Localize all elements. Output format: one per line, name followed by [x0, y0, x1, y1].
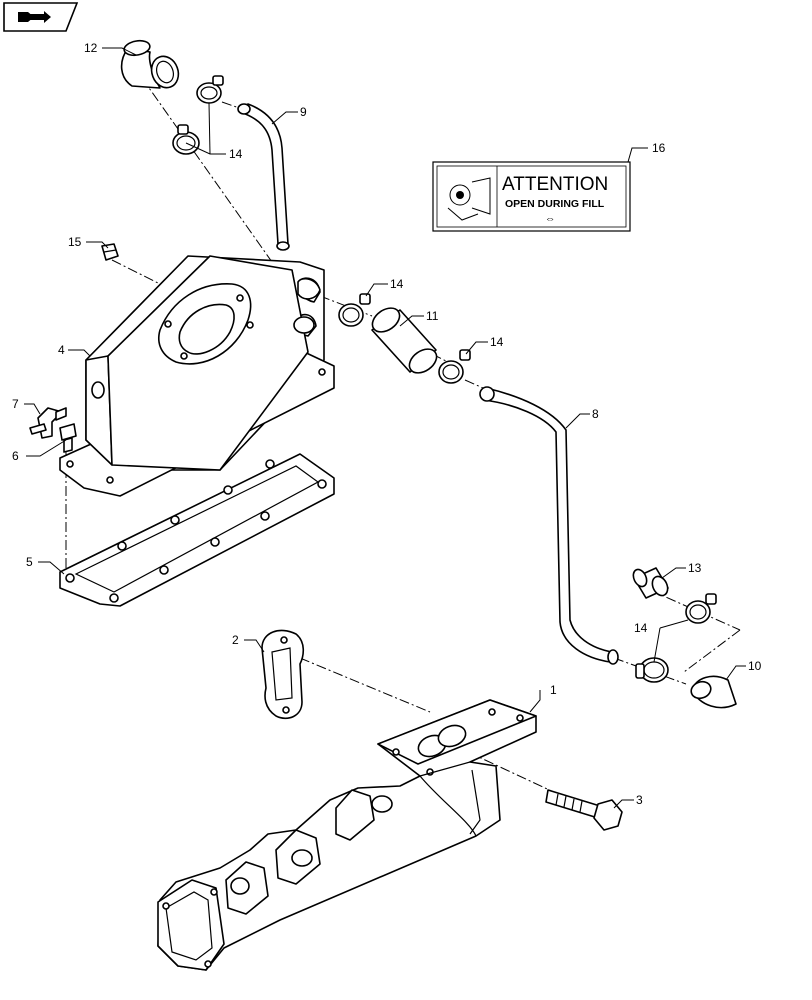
callout-6: 6: [12, 449, 19, 463]
hose-11: [371, 307, 438, 374]
callout-14-middle-left: 14: [390, 277, 404, 291]
plug-15: [101, 243, 119, 261]
callout-7: 7: [12, 397, 19, 411]
callout-13: 13: [688, 561, 702, 575]
elbow-hose-12: [120, 39, 180, 89]
tube-9: [237, 103, 290, 251]
callout-4: 4: [58, 343, 65, 357]
callout-14-top: 14: [229, 147, 243, 161]
callout-9: 9: [300, 105, 307, 119]
gasket-2: [261, 629, 305, 720]
decal-title: ATTENTION: [502, 174, 608, 195]
callout-14-middle-right: 14: [490, 335, 504, 349]
callout-1: 1: [550, 683, 557, 697]
fitting-13: [632, 567, 669, 599]
bolt-6: [59, 423, 77, 453]
bolt-3: [545, 789, 623, 831]
callout-3: 3: [636, 793, 643, 807]
callout-10: 10: [748, 659, 762, 673]
hose-clamp-14-top: [172, 75, 224, 155]
gasket-5: [59, 453, 335, 607]
decal-subtitle: OPEN DURING FILL: [505, 198, 605, 210]
tube-8: [479, 386, 619, 665]
nav-tag[interactable]: [3, 2, 79, 32]
arrow-right-icon: [18, 11, 51, 23]
water-housing-4: [59, 255, 335, 497]
callout-2: 2: [232, 633, 239, 647]
hose-clamp-14-middle: [338, 293, 471, 384]
callout-14-right: 14: [634, 621, 648, 635]
callout-labels: 12 14 9 16 15 4 14 11 14 7 6 8 5 13 14 2…: [12, 41, 762, 807]
cap-10: [690, 675, 737, 709]
callout-16: 16: [652, 141, 666, 155]
attention-decal-16: ATTENTION OPEN DURING FILL ⇔: [432, 161, 631, 232]
callout-8: 8: [592, 407, 599, 421]
hose-clamp-14-right: [635, 593, 717, 683]
decal-arrow-icon: ⇔: [545, 213, 556, 225]
exhaust-manifold-1: [157, 699, 537, 971]
leader-lines: [24, 47, 746, 809]
cap-symbol-icon: [447, 177, 491, 221]
bracket-7: [29, 407, 67, 439]
callout-5: 5: [26, 555, 33, 569]
callout-12: 12: [84, 41, 98, 55]
callout-15: 15: [68, 235, 82, 249]
callout-11: 11: [426, 309, 439, 323]
